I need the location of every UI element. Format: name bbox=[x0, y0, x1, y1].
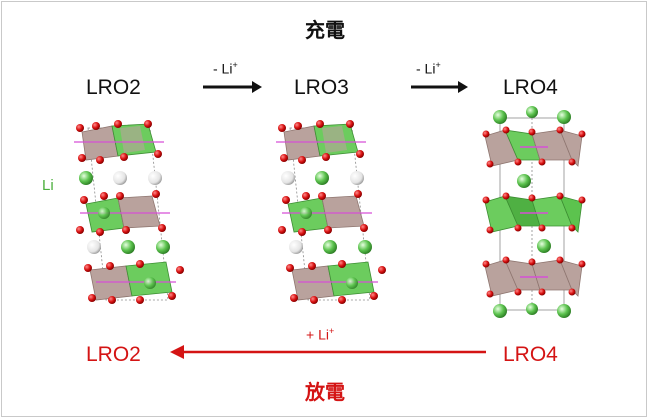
lro4-structure bbox=[482, 106, 586, 318]
lro2-structure bbox=[74, 120, 184, 304]
lro3-structure bbox=[276, 120, 386, 304]
discharge-target-label: LRO2 bbox=[86, 343, 141, 366]
charge-arrow-label-2: - Li+ bbox=[416, 60, 441, 77]
phase-label-lro3: LRO3 bbox=[294, 76, 349, 99]
phase-label-lro2: LRO2 bbox=[86, 76, 141, 99]
charge-arrowhead-2 bbox=[458, 81, 468, 93]
discharge-arrow-label: + Li+ bbox=[306, 326, 335, 343]
discharge-title: 放電 bbox=[305, 380, 345, 404]
discharge-source-label: LRO4 bbox=[503, 343, 558, 366]
phase-label-lro4: LRO4 bbox=[503, 76, 558, 99]
li-legend-label: Li bbox=[42, 177, 54, 194]
charge-arrow-label-1: - Li+ bbox=[213, 60, 238, 77]
discharge-arrowhead bbox=[170, 345, 184, 359]
charge-title: 充電 bbox=[305, 18, 345, 42]
charge-arrowhead-1 bbox=[252, 81, 262, 93]
